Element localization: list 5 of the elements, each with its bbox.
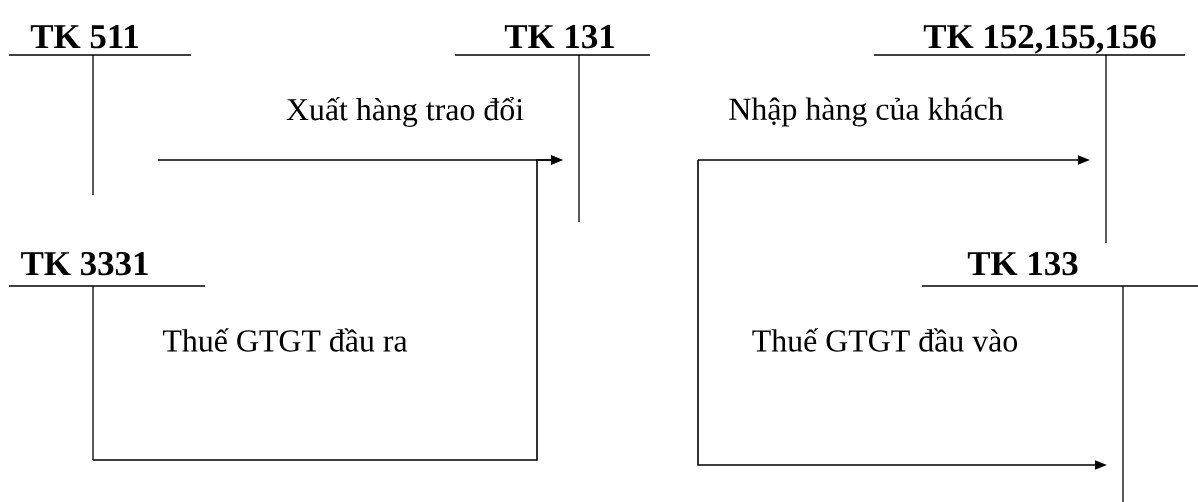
edge-label: Nhập hàng của khách xyxy=(727,96,1005,128)
edge-label: Thuế GTGT đầu ra xyxy=(161,327,409,353)
edge-label: Xuất hàng trao đổi xyxy=(284,96,526,128)
edge-label: Thuế GTGT đầu vào xyxy=(750,327,1020,353)
t-account: TK 511 xyxy=(8,25,192,196)
